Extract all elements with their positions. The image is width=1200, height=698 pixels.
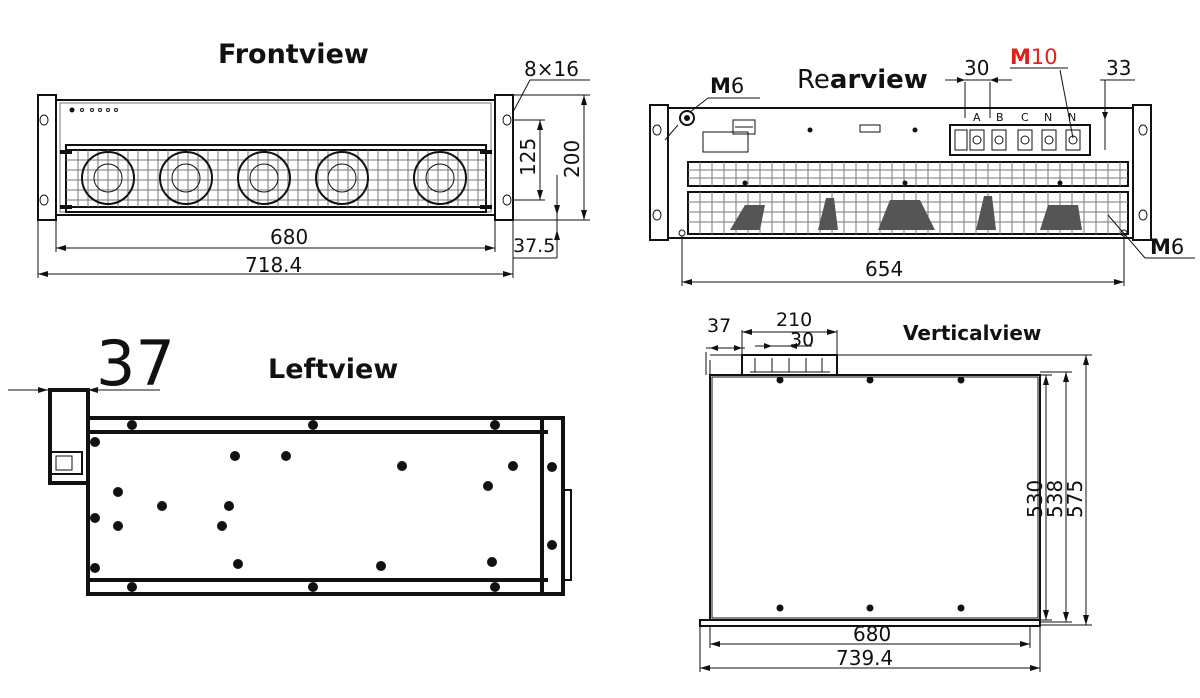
rear-m10-letter: M [1010, 45, 1031, 69]
front-right-ear [494, 94, 514, 221]
vertical-dim-30: 30 [790, 329, 814, 351]
vertical-dim-680: 680 [853, 622, 891, 646]
vertical-mounting-holes [776, 376, 965, 612]
front-left-ear [37, 94, 57, 221]
front-fans [81, 151, 467, 205]
terminal-label-b: B [996, 111, 1004, 124]
vertical-dim-210: 210 [776, 309, 812, 331]
rear-terminal-screw-callout: M10 [1010, 45, 1058, 69]
rear-m6-top-size: 6 [731, 74, 744, 98]
vertical-dim-538: 538 [1043, 480, 1067, 518]
front-fan-grille [65, 144, 487, 213]
vertical-body [709, 374, 1041, 621]
left-view-title: Leftview [268, 354, 398, 385]
rear-lower-vent [687, 191, 1129, 235]
rear-terminal-block: A B C N N [949, 111, 1091, 156]
rear-m6-bottom-size: 6 [1171, 235, 1184, 259]
front-indicators [69, 107, 118, 113]
vertical-dim-575: 575 [1063, 480, 1087, 518]
rear-view-title: Rearview [797, 65, 928, 95]
rear-dim-654: 654 [865, 257, 903, 281]
vertical-dim-37: 37 [707, 315, 731, 337]
vertical-dim-739: 739.4 [836, 646, 893, 670]
front-dim-37-5: 37.5 [513, 235, 555, 257]
front-dim-680: 680 [270, 225, 308, 249]
front-dim-125: 125 [516, 138, 540, 176]
terminal-label-a: A [973, 111, 981, 124]
rear-fan-shadows [730, 196, 1082, 230]
rear-view: Rearview A B [649, 45, 1195, 286]
front-dim-hole: 8×16 [524, 57, 579, 81]
terminal-label-n1: N [1044, 111, 1052, 124]
front-panel [55, 99, 496, 216]
rear-m6-bottom-letter: M [1150, 235, 1171, 259]
vertical-view-title: Verticalview [903, 321, 1041, 345]
rear-ground-screw [679, 110, 695, 126]
rear-dim-33: 33 [1106, 56, 1131, 80]
vertical-view: Verticalview 37 210 [699, 309, 1092, 672]
front-view: Frontview [37, 39, 590, 278]
vertical-dim-530: 530 [1023, 480, 1047, 518]
rear-m6-top-letter: M [710, 74, 731, 98]
rear-panel [667, 107, 1134, 239]
rear-m6-bottom-callout: M6 [1150, 235, 1184, 259]
rear-dim-30: 30 [964, 56, 989, 80]
left-mounting-holes [90, 420, 557, 592]
terminal-label-c: C [1021, 111, 1029, 124]
left-view: Leftview 37 [8, 327, 572, 596]
front-view-title: Frontview [218, 39, 369, 70]
rear-title-prefix: Re [797, 65, 830, 95]
rear-upper-vent [687, 161, 1129, 187]
front-dim-718: 718.4 [245, 253, 302, 277]
rear-m6-top-callout: M6 [710, 74, 744, 98]
rear-connector-block [702, 131, 749, 153]
terminal-label-n2: N [1068, 111, 1076, 124]
front-dim-200: 200 [560, 140, 584, 178]
left-dim-37: 37 [96, 327, 175, 400]
rear-m10-size: 10 [1031, 45, 1058, 69]
rear-title-suffix: arview [830, 65, 928, 95]
